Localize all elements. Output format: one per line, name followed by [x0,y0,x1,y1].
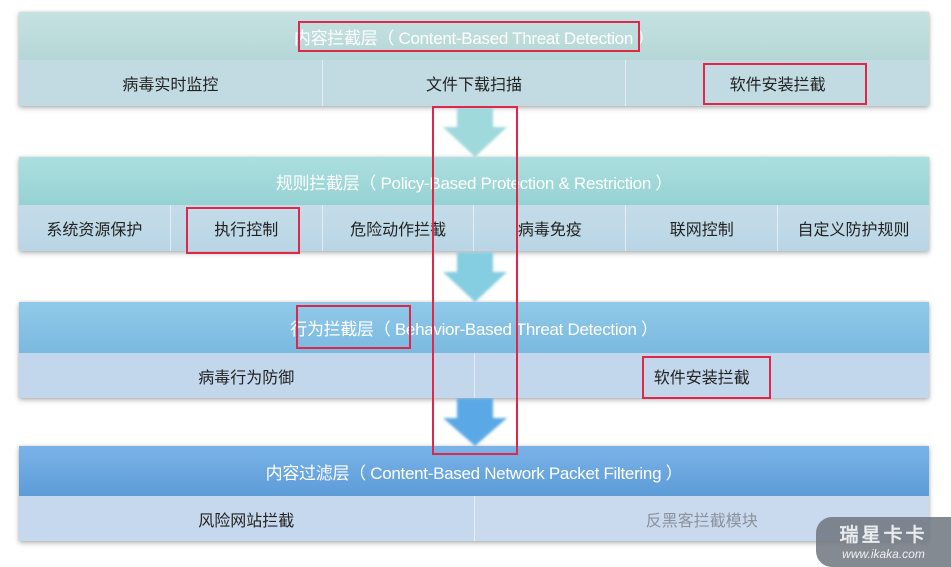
layer-content-filtering: 内容过滤层（ Content-Based Network Packet Filt… [19,446,929,541]
layer-content-interception: 内容拦截层（ Content-Based Threat Detection ） … [19,12,929,106]
layer-title: 内容过滤层（ Content-Based Network Packet Filt… [19,446,929,496]
module-software-install-block: 软件安装拦截 [473,353,930,398]
module-software-install-block: 软件安装拦截 [625,60,929,106]
module-row: 风险网站拦截 反黑客拦截模块 [19,496,929,541]
module-row: 病毒实时监控 文件下载扫描 软件安装拦截 [19,60,929,106]
module-row: 病毒行为防御 软件安装拦截 [19,353,929,398]
layer-title: 内容拦截层（ Content-Based Threat Detection ） [19,12,929,60]
module-virus-realtime-monitor: 病毒实时监控 [122,75,219,94]
module-virus-behavior-defense: 病毒行为防御 [198,367,295,387]
watermark-url: www.ikaka.com [842,547,925,561]
watermark-name: 瑞星卡卡 [839,524,928,546]
module-row: 系统资源保护 执行控制 危险动作拦截 病毒免疫 联网控制 自定义防护规则 [19,205,929,251]
watermark-logo: 瑞星卡卡 www.ikaka.com [816,517,951,567]
module-execution-control: 执行控制 [169,205,322,251]
down-arrow-icon [437,398,513,448]
layer-title: 规则拦截层（ Policy-Based Protection & Restric… [19,157,929,205]
module-dangerous-action-block: 危险动作拦截 [321,205,474,251]
module-custom-protection-rules: 自定义防护规则 [777,205,929,251]
module-system-resource-protection: 系统资源保护 [46,220,143,239]
module-network-control: 联网控制 [625,205,777,251]
down-arrow-icon [437,252,513,304]
module-file-download-scan: 文件下载扫描 [321,60,626,106]
down-arrow-icon [437,107,513,159]
layer-policy-interception: 规则拦截层（ Policy-Based Protection & Restric… [19,157,929,251]
module-risky-website-block: 风险网站拦截 [198,510,295,530]
layer-behavior-interception: 行为拦截层（ Behavior-Based Threat Detection ）… [19,302,929,398]
layer-title: 行为拦截层（ Behavior-Based Threat Detection ） [19,302,929,353]
module-virus-immunity: 病毒免疫 [473,205,625,251]
